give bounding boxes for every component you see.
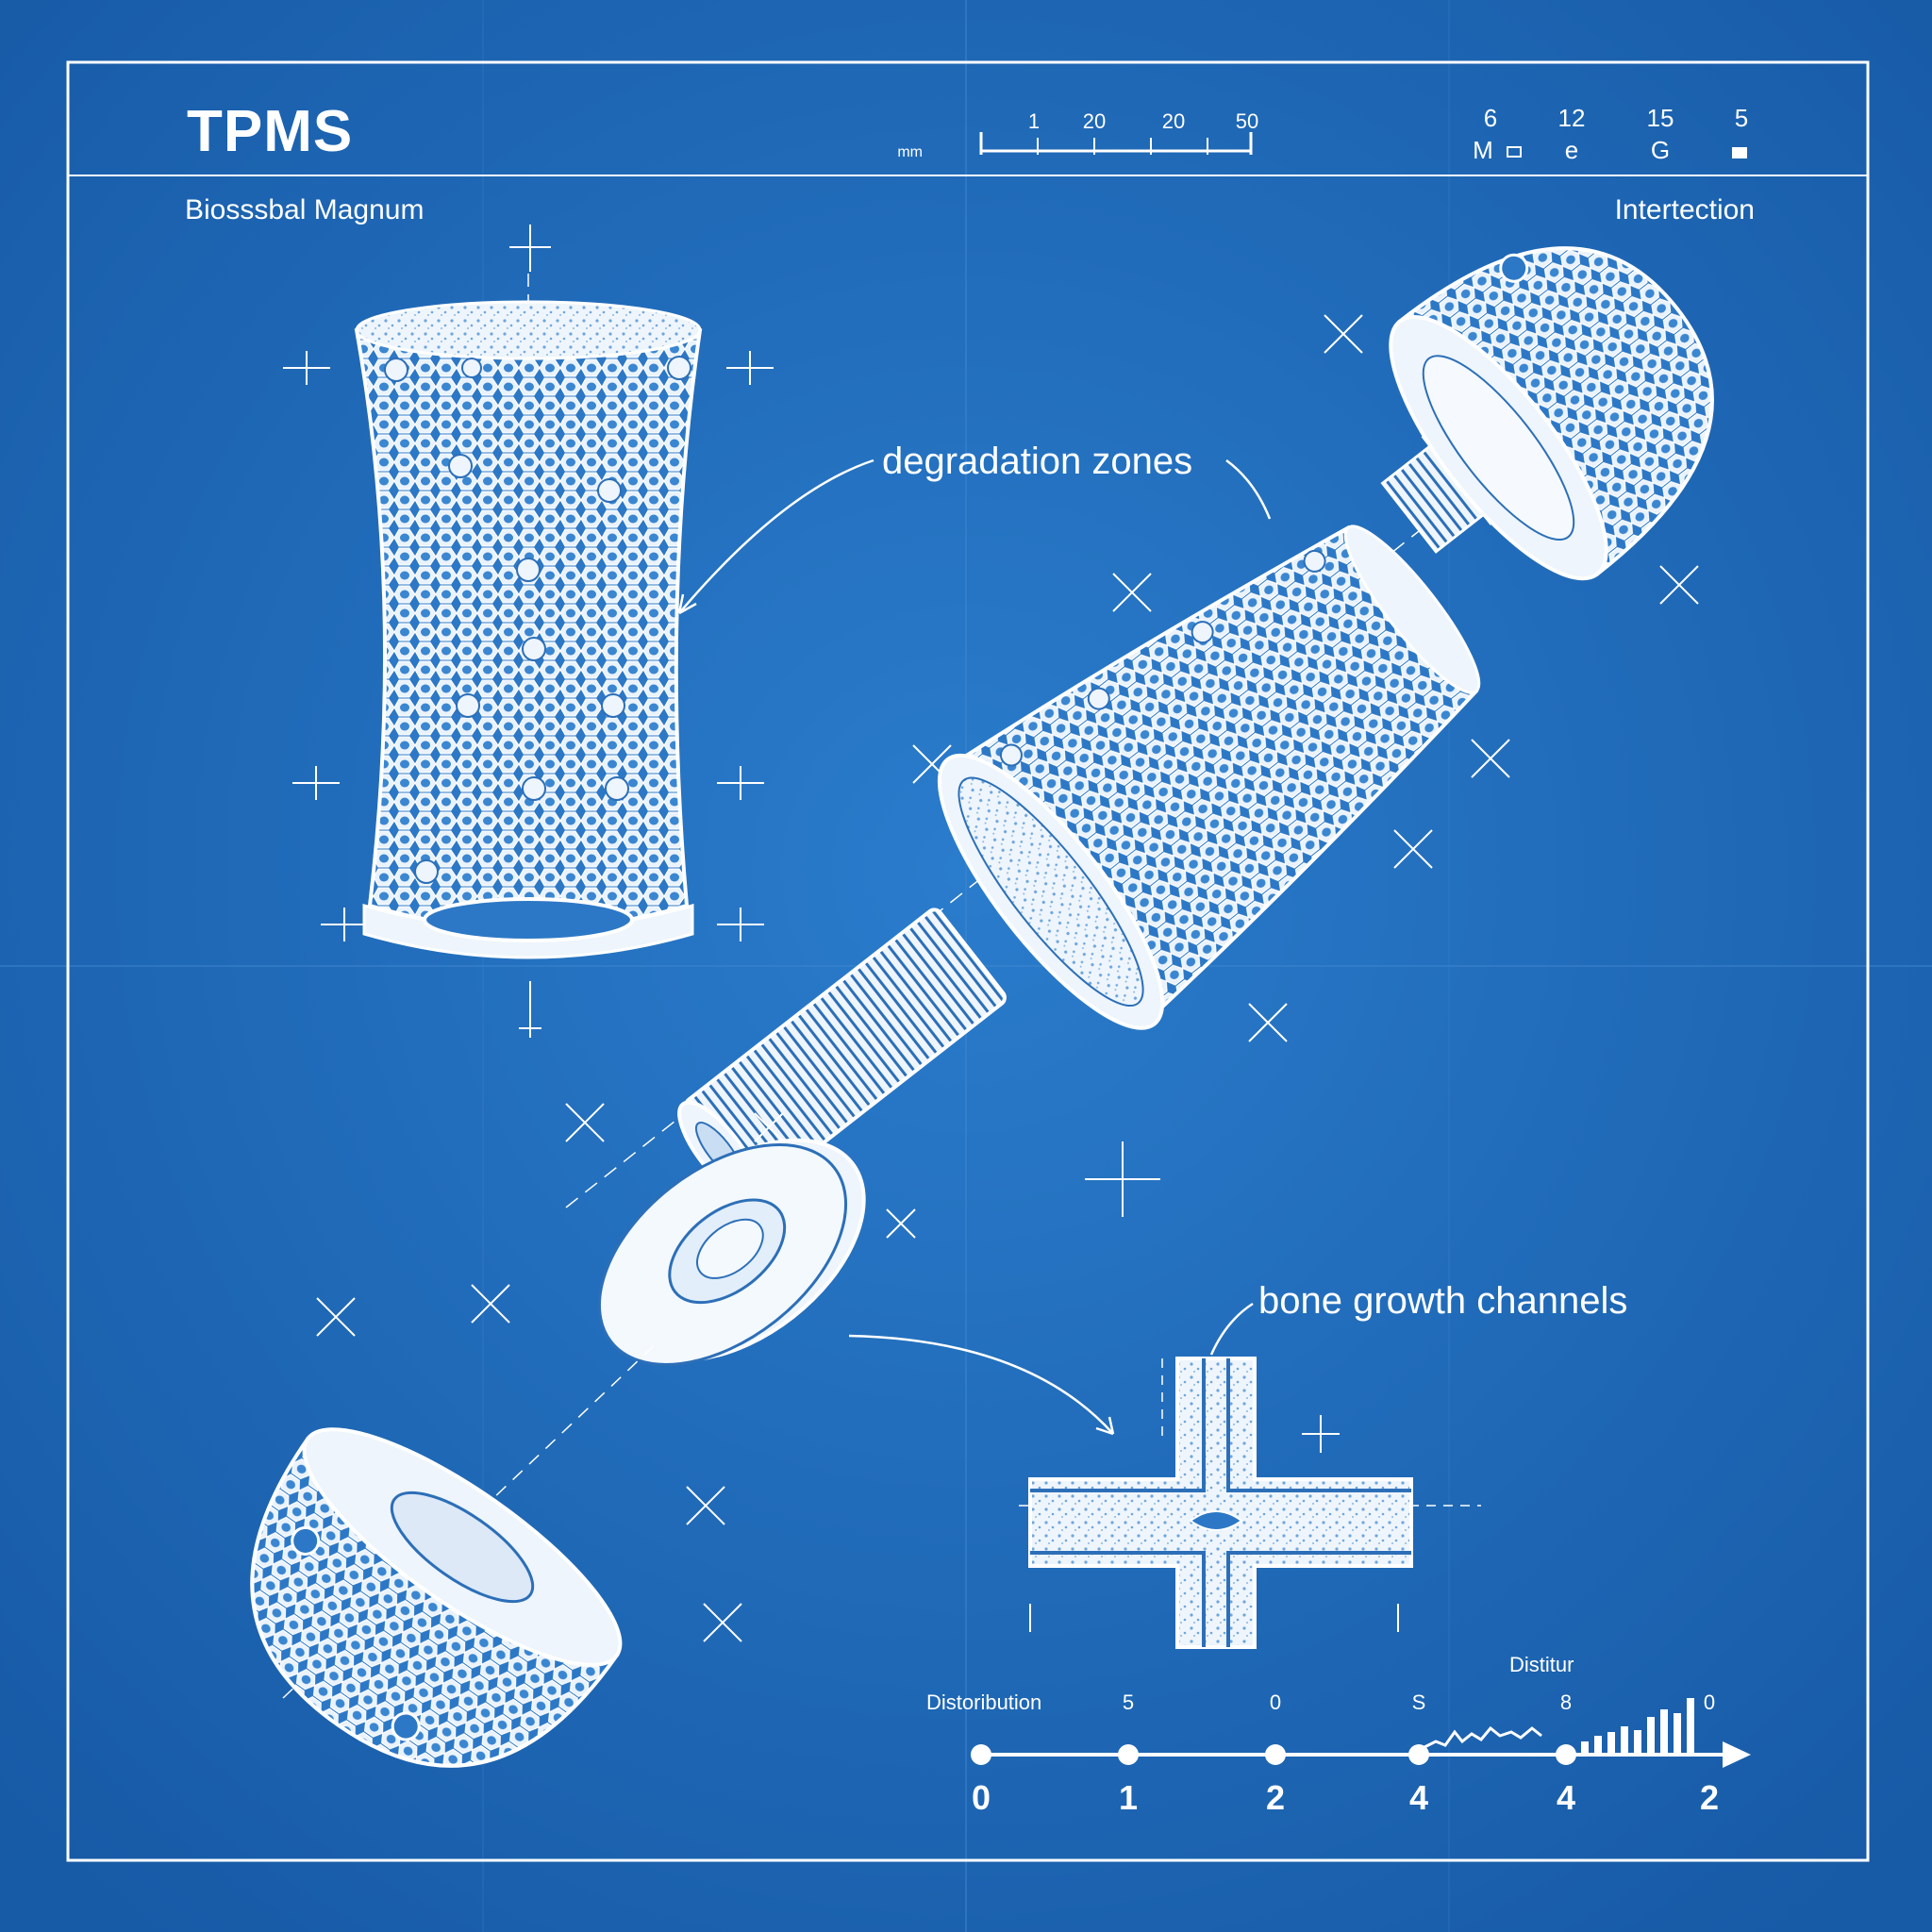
page-subtitle: Biosssbal Magnum — [185, 194, 424, 225]
timeline-noise-trace — [1424, 1725, 1542, 1749]
legend-swatch-1 — [1507, 146, 1522, 158]
timeline-top-tick-5: 0 — [1704, 1690, 1715, 1714]
timeline-histogram — [1581, 1698, 1694, 1755]
page-title: TPMS — [187, 99, 353, 164]
cylinder-bore — [423, 897, 634, 942]
legend-number-1: 6 — [1484, 104, 1497, 132]
timeline-axis-tick-5: 4 — [1557, 1778, 1575, 1817]
legend-swatch-2 — [1732, 147, 1747, 158]
legend-codes: 6 12 15 5 M e G — [1473, 104, 1748, 164]
legend-number-3: 15 — [1647, 104, 1674, 132]
bone-growth-channels-label: bone growth channels — [1258, 1280, 1627, 1322]
timeline-top-tick-4: 8 — [1560, 1690, 1572, 1714]
crosshair-marks — [283, 225, 774, 1038]
scale-tick-2: 20 — [1083, 109, 1106, 133]
timeline-top-tick-1: 5 — [1123, 1690, 1134, 1714]
legend-letter-1: M — [1473, 136, 1493, 164]
timeline-right-label: Distitur — [1509, 1653, 1574, 1676]
timeline-left-label: Distoribution — [926, 1690, 1041, 1714]
timeline-arrowhead — [1723, 1741, 1751, 1768]
legend-number-2: 12 — [1558, 104, 1586, 132]
legend-letter-3: G — [1651, 136, 1670, 164]
cylinder-pores — [384, 356, 691, 884]
timeline-axis-tick-1: 0 — [972, 1778, 991, 1817]
drawing-frame — [66, 60, 1870, 1862]
scale-tick-3: 20 — [1162, 109, 1185, 133]
degradation-annotation: degradation zones — [677, 441, 1272, 615]
legend-letter-2: e — [1565, 136, 1578, 164]
screw-scaffold — [565, 246, 1714, 1208]
degradation-zones-label: degradation zones — [882, 441, 1192, 482]
timeline-axis-tick-3: 2 — [1266, 1778, 1285, 1817]
timeline-top-tick-3: S — [1412, 1690, 1426, 1714]
cylinder-top-rim — [355, 300, 702, 360]
right-section-label: Intertection — [1615, 194, 1755, 225]
bone-growth-channel-detail — [1019, 1357, 1481, 1649]
degradation-timeline: Distoribution Distitur 5 0 S 8 0 0 1 2 4… — [926, 1653, 1751, 1817]
scale-tick-1: 1 — [1028, 109, 1040, 133]
washer-disc — [565, 1103, 1160, 1366]
cap-crosshairs — [1324, 314, 1699, 605]
scale-bar: mm 1 20 20 50 — [897, 109, 1258, 160]
lower-dome — [250, 1284, 742, 1768]
cylinder-scaffold — [283, 225, 774, 1038]
timeline-axis-tick-2: 1 — [1119, 1778, 1138, 1817]
cylinder-body — [354, 305, 703, 931]
scale-tick-4: 50 — [1236, 109, 1258, 133]
timeline-markers — [971, 1744, 1576, 1765]
bone-growth-annotation: bone growth channels — [848, 1280, 1627, 1436]
timeline-axis-tick-4: 4 — [1409, 1778, 1428, 1817]
timeline-top-tick-2: 0 — [1270, 1690, 1281, 1714]
scale-unit: mm — [897, 144, 923, 160]
legend-number-4: 5 — [1735, 104, 1748, 132]
timeline-axis-tick-6: 2 — [1700, 1778, 1719, 1817]
